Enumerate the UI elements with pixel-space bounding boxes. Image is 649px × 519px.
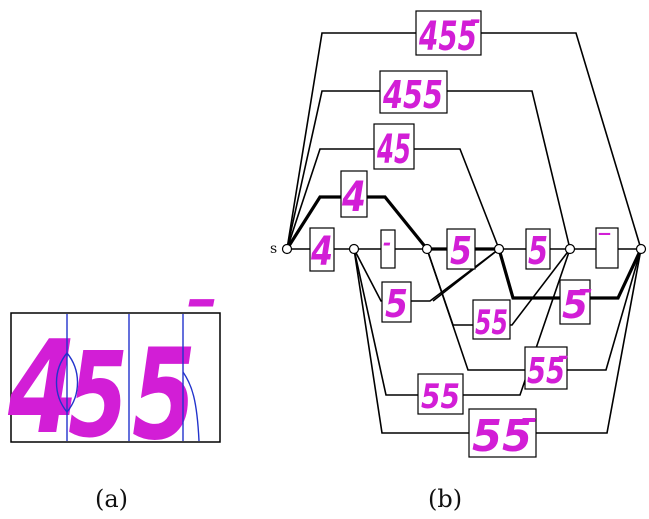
panel-a-caption: (a) — [95, 485, 128, 513]
box-5b: 5 — [525, 228, 551, 273]
box-4: 4 — [309, 227, 335, 275]
segment-boxes: 455̄ 455 45 4 4 - 5 5 — [309, 10, 619, 462]
panel-a: 4 5 5 ¯ (a) — [7, 286, 221, 513]
box-5b-text: 5 — [528, 229, 548, 273]
box-55b: 55 — [417, 373, 464, 417]
edge-n3-n4-diag — [432, 248, 500, 302]
box-455bar-text: 455̄ — [418, 14, 479, 60]
box-5-low: 5 — [381, 281, 412, 326]
node-4 — [564, 243, 576, 255]
box-455bar: 455̄ — [415, 10, 482, 60]
separator-curve — [182, 371, 200, 442]
edge-s-455bar — [286, 32, 642, 250]
source-label: s — [270, 241, 277, 257]
box-5a-text: 5 — [450, 229, 472, 273]
panel-a-separators — [55, 314, 200, 442]
box-55b-text: 55 — [421, 377, 460, 417]
box-45: 45 — [373, 123, 415, 173]
panel-b-caption: (b) — [428, 485, 462, 513]
box-5-low-text: 5 — [385, 282, 408, 326]
box-55bar: 55̄ — [524, 346, 568, 392]
box-bar-text: ‾ — [598, 231, 611, 256]
box-1-text: - — [383, 231, 391, 255]
edge-n1-5 — [353, 248, 500, 302]
box-55bar-b-text: 55̄ — [472, 411, 536, 462]
panel-a-top-stroke: ¯ — [176, 286, 216, 379]
box-55a-text: 55 — [475, 303, 508, 343]
panel-a-digit-5a: 5 — [68, 326, 128, 464]
node-1 — [348, 243, 360, 255]
box-55bar-b: 55̄ — [468, 408, 537, 462]
panel-a-digit-4: 4 — [7, 314, 78, 463]
box-5bar-low-text: 5̄ — [562, 283, 592, 327]
box-bar: ‾ — [595, 227, 619, 269]
nodes — [281, 243, 647, 255]
box-4-top: 4 — [340, 170, 368, 221]
node-5 — [635, 243, 647, 255]
box-5bar-low: 5̄ — [559, 279, 592, 327]
box-1: - — [380, 229, 396, 269]
box-55bar-text: 55̄ — [527, 351, 568, 392]
node-s — [281, 243, 293, 255]
node-3 — [493, 243, 505, 255]
node-2 — [421, 243, 433, 255]
box-455: 455 — [379, 70, 448, 117]
box-55a: 55 — [472, 299, 511, 343]
box-455-text: 455 — [382, 73, 443, 117]
box-4-text: 4 — [310, 229, 333, 275]
box-4-top-text: 4 — [341, 172, 366, 221]
panel-a-frame — [10, 312, 221, 443]
panel-a-digit-5b: 5 — [132, 321, 196, 468]
box-5a: 5 — [446, 228, 476, 273]
box-45-text: 45 — [376, 127, 411, 173]
separator-loop — [55, 352, 79, 414]
